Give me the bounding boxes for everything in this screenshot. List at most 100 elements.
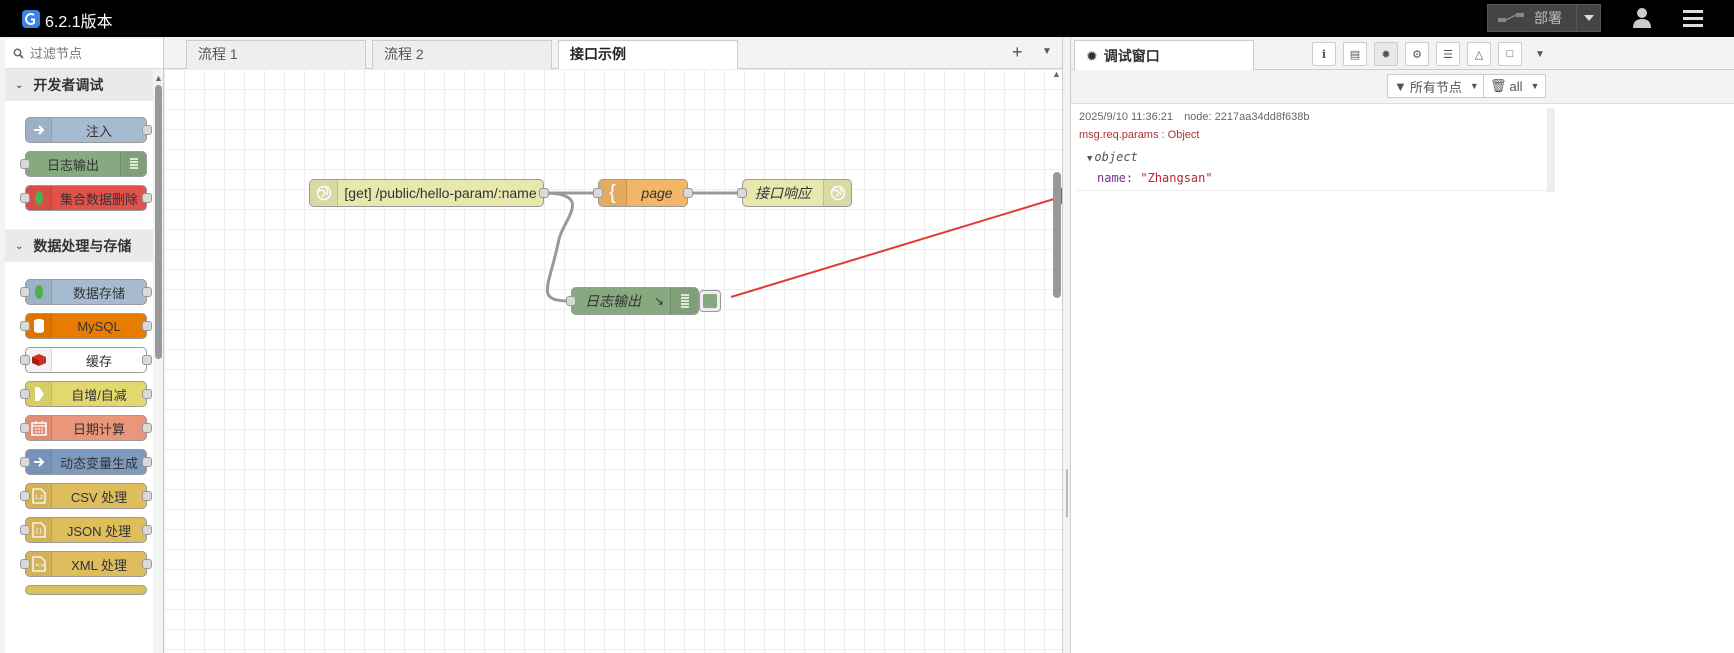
expand-triangle-icon[interactable]: ▼ (1087, 154, 1093, 164)
message-node-id[interactable]: node: 2217aa34dd8f638b (1184, 111, 1310, 123)
sidebar-menu-dropdown-icon[interactable]: ▼ (1535, 49, 1545, 60)
input-port[interactable] (737, 188, 747, 198)
node-filter-select[interactable]: ▼ 所有节点 ▼ (1387, 74, 1486, 98)
palette-node-cache[interactable]: 缓存 (20, 347, 152, 373)
main-menu-icon[interactable] (1683, 9, 1703, 27)
input-port[interactable] (20, 389, 30, 399)
palette-node-inject[interactable]: 注入 (25, 117, 152, 143)
flask-icon[interactable]: △ (1467, 42, 1491, 66)
http-out-node[interactable]: 接口响应 (737, 179, 852, 207)
search-icon (13, 48, 24, 59)
deploy-label: 部署 (1534, 10, 1562, 26)
csv-file-icon: 1,2 (26, 484, 52, 508)
input-port[interactable] (20, 355, 30, 365)
deploy-button[interactable]: 部署 (1487, 4, 1601, 32)
svg-text:<>: <> (35, 562, 45, 569)
xml-file-icon: <> (26, 552, 52, 576)
clear-level-select[interactable]: 🗑 all ▼ (1483, 74, 1547, 98)
output-port[interactable] (142, 321, 152, 331)
database-icon[interactable]: ☰ (1436, 42, 1460, 66)
input-port[interactable] (20, 491, 30, 501)
redis-icon (26, 348, 52, 372)
app-title: 6.2.1版本 (45, 14, 113, 31)
object-toggle[interactable]: ▼object (1087, 150, 1138, 164)
output-port[interactable] (142, 287, 152, 297)
output-port[interactable] (142, 125, 152, 135)
palette-node-delete[interactable]: 集合数据删除 (20, 185, 152, 211)
palette-node-debug[interactable]: 日志输出 (20, 151, 147, 177)
palette-node-partial[interactable] (25, 585, 147, 595)
scrollbar-thumb[interactable] (155, 85, 162, 359)
output-port[interactable] (142, 457, 152, 467)
canvas-scrollbar[interactable]: ▲ (1052, 69, 1062, 653)
category-label: 数据处理与存储 (33, 238, 132, 254)
category-header-data[interactable]: ⌄ 数据处理与存储 (5, 230, 153, 262)
palette-node-xml[interactable]: <> XML 处理 (20, 551, 152, 577)
debug-list-icon (120, 152, 146, 176)
filter-icon: ▼ (1394, 78, 1407, 94)
document-icon[interactable]: □ (1498, 42, 1522, 66)
output-port[interactable] (539, 188, 549, 198)
palette-node-incr[interactable]: 自增/自减 (20, 381, 152, 407)
info-icon[interactable]: i (1312, 42, 1336, 66)
scrollbar-thumb[interactable] (1053, 172, 1061, 298)
output-port[interactable] (142, 389, 152, 399)
output-port[interactable] (142, 423, 152, 433)
user-icon[interactable] (1630, 6, 1654, 30)
input-port[interactable] (593, 188, 603, 198)
globe-icon (823, 180, 851, 206)
input-port[interactable] (20, 321, 30, 331)
scroll-up-icon[interactable]: ▲ (154, 73, 163, 83)
palette-node-var[interactable]: 动态变量生成 (20, 449, 152, 475)
palette-node-json[interactable]: {} JSON 处理 (20, 517, 152, 543)
json-file-icon: {} (26, 518, 52, 542)
palette-filter[interactable] (5, 39, 163, 69)
input-port[interactable] (20, 287, 30, 297)
palette-node-csv[interactable]: 1,2 CSV 处理 (20, 483, 152, 509)
add-tab-icon[interactable]: + (1012, 42, 1023, 62)
bug-icon: ✹ (1086, 47, 1098, 64)
book-icon[interactable]: ▤ (1343, 42, 1367, 66)
palette-filter-input[interactable] (30, 46, 160, 61)
palette-node-mysql[interactable]: MySQL (20, 313, 152, 339)
category-body-dev: 注入 日志输出 集合数据删除 (5, 101, 153, 229)
output-port[interactable] (142, 193, 152, 203)
input-port[interactable] (20, 193, 30, 203)
palette-node-date[interactable]: 日期计算 (20, 415, 152, 441)
output-port[interactable] (683, 188, 693, 198)
debug-node[interactable]: 日志输出 ↘ (566, 287, 699, 315)
category-header-dev[interactable]: ⌄ 开发者调试 (5, 69, 153, 101)
http-in-node[interactable]: [get] /public/hello-param/:name (309, 179, 549, 207)
debug-tab-icon[interactable]: ✹ (1374, 42, 1398, 66)
output-port[interactable] (142, 355, 152, 365)
input-port[interactable] (20, 457, 30, 467)
debug-message: 2025/9/10 11:36:21 node: 2217aa34dd8f638… (1075, 107, 1555, 191)
debug-scrollbar[interactable] (1547, 108, 1555, 192)
output-port[interactable] (142, 525, 152, 535)
output-port[interactable] (142, 491, 152, 501)
input-port[interactable] (20, 423, 30, 433)
input-port[interactable] (20, 159, 30, 169)
debug-toggle-button[interactable] (699, 290, 721, 312)
inject-arrow-icon (26, 450, 52, 474)
deploy-dropdown-icon[interactable] (1576, 5, 1600, 31)
gear-icon[interactable]: ⚙ (1405, 42, 1429, 66)
output-port[interactable] (142, 559, 152, 569)
tab-debug-window[interactable]: ✹ 调试窗口 (1074, 40, 1254, 70)
scroll-up-icon[interactable]: ▲ (1052, 69, 1061, 79)
chevron-down-icon: ⌄ (15, 79, 24, 91)
flow-canvas[interactable]: [get] /public/hello-param/:name { page 接… (164, 69, 1062, 653)
palette-scrollbar[interactable]: ▲ (153, 73, 163, 653)
input-port[interactable] (566, 296, 576, 306)
input-port[interactable] (20, 525, 30, 535)
tab-api-example[interactable]: 接口示例 (558, 40, 738, 70)
tab-flow-1[interactable]: 流程 1 (186, 40, 366, 69)
chevron-down-icon: ⌄ (15, 240, 24, 252)
message-topic: msg.req.params : Object (1079, 129, 1200, 141)
input-port[interactable] (20, 559, 30, 569)
palette-node-store[interactable]: 数据存储 (20, 279, 152, 305)
tab-flow-2[interactable]: 流程 2 (372, 40, 552, 69)
sidebar-resize-handle[interactable] (1062, 37, 1071, 653)
tab-list-dropdown-icon[interactable]: ▼ (1042, 46, 1052, 57)
template-node[interactable]: { page (593, 179, 693, 207)
